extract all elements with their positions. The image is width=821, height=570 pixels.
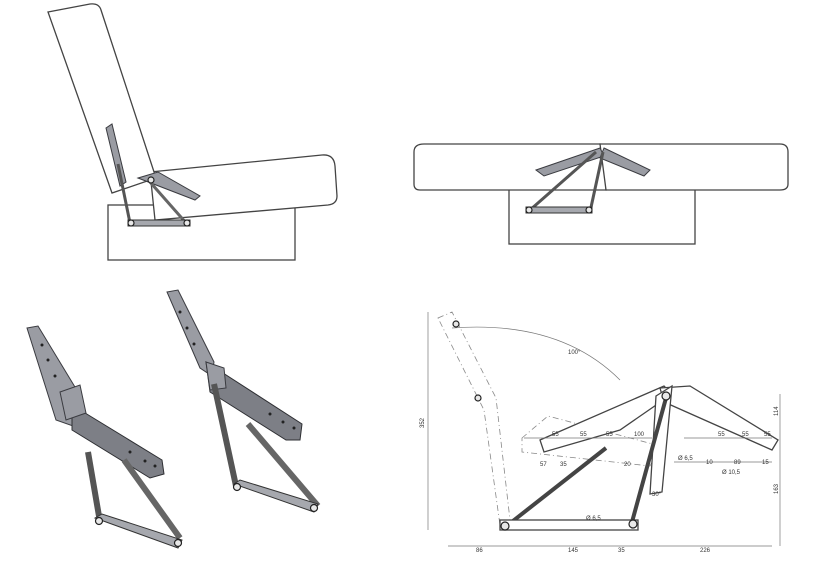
dim-small-1: 10	[706, 460, 713, 466]
pivot	[127, 219, 135, 227]
pivot	[452, 320, 460, 328]
seat-plate-left	[539, 385, 674, 453]
rear-link	[630, 397, 668, 523]
dim-right-top: 114	[774, 406, 780, 416]
pivot	[147, 176, 155, 184]
dim-offset-1: 57	[540, 462, 547, 468]
dim-seat-3: 55	[606, 432, 613, 438]
dim-base-left: 86	[476, 548, 483, 554]
front-link	[211, 383, 239, 487]
dim-right-bottom: 163	[774, 483, 780, 494]
seat-plate-right	[659, 385, 779, 451]
mechanism-3d-closed	[26, 325, 183, 549]
front-link	[529, 150, 597, 212]
dim-base-right: 226	[700, 548, 711, 554]
front-link	[502, 446, 608, 530]
pivot	[525, 206, 533, 214]
pivot	[474, 394, 482, 402]
rear-link	[148, 181, 189, 225]
dim-height-total: 352	[420, 417, 426, 428]
mechanism-3d-open	[166, 289, 321, 513]
dim-hole-3: Ø 10,5	[722, 470, 741, 476]
reclined-sofa-view	[47, 3, 338, 261]
seat-plate	[71, 404, 165, 479]
angle-label: 100°	[568, 350, 581, 356]
pivot	[628, 519, 638, 529]
dim-base-mid: 145	[568, 548, 579, 554]
pivot	[232, 482, 242, 492]
rear-link	[121, 458, 183, 540]
flat-sofa-view	[413, 143, 789, 245]
pivot	[661, 391, 671, 401]
dim-seat-right-3: 55	[764, 432, 771, 438]
dim-base-small: 35	[618, 548, 625, 554]
sofa-base-box	[508, 188, 696, 245]
alt-position-outline	[437, 311, 511, 526]
bracket	[59, 384, 87, 421]
pivot	[500, 521, 510, 531]
dim-hole-1: Ø 6,5	[586, 516, 601, 522]
pivot	[173, 538, 183, 548]
front-link	[85, 451, 103, 523]
dim-hole-2: Ø 6,5	[678, 456, 693, 462]
angle-arc	[451, 326, 621, 381]
dim-small-2: 15	[762, 460, 769, 466]
pivot	[94, 516, 104, 526]
dim-seat-1: 55	[552, 432, 559, 438]
pivot	[309, 503, 319, 513]
pivot	[585, 206, 593, 214]
sofa-backrest	[47, 3, 157, 194]
sofa-seat-cushion	[149, 154, 338, 221]
backrest-plate	[105, 123, 127, 187]
dim-seat-2: 55	[580, 432, 587, 438]
backrest-plate	[649, 384, 673, 495]
dim-seat-right-1: 55	[718, 432, 725, 438]
dim-seat-right-2: 55	[742, 432, 749, 438]
base-link	[499, 519, 639, 531]
dim-offset-3: 89	[734, 460, 741, 466]
base-link	[525, 206, 593, 214]
dim-seat-left: 100	[634, 432, 645, 438]
pivot	[183, 219, 191, 227]
rear-link	[245, 422, 321, 508]
dim-small-3: 20	[624, 462, 631, 468]
front-link	[116, 163, 132, 224]
base-link	[93, 513, 183, 549]
dim-offset-2: 35	[560, 462, 567, 468]
dim-angle-small: 30°	[652, 492, 662, 498]
base-link	[127, 219, 191, 227]
bracket	[205, 361, 227, 391]
rear-link	[588, 151, 605, 213]
technical-drawing: 100° 352 114 163 86 145 35 226 Ø 6,5 Ø 6…	[420, 311, 781, 554]
sofa-right-cushion	[599, 143, 789, 191]
base-link	[232, 479, 319, 513]
